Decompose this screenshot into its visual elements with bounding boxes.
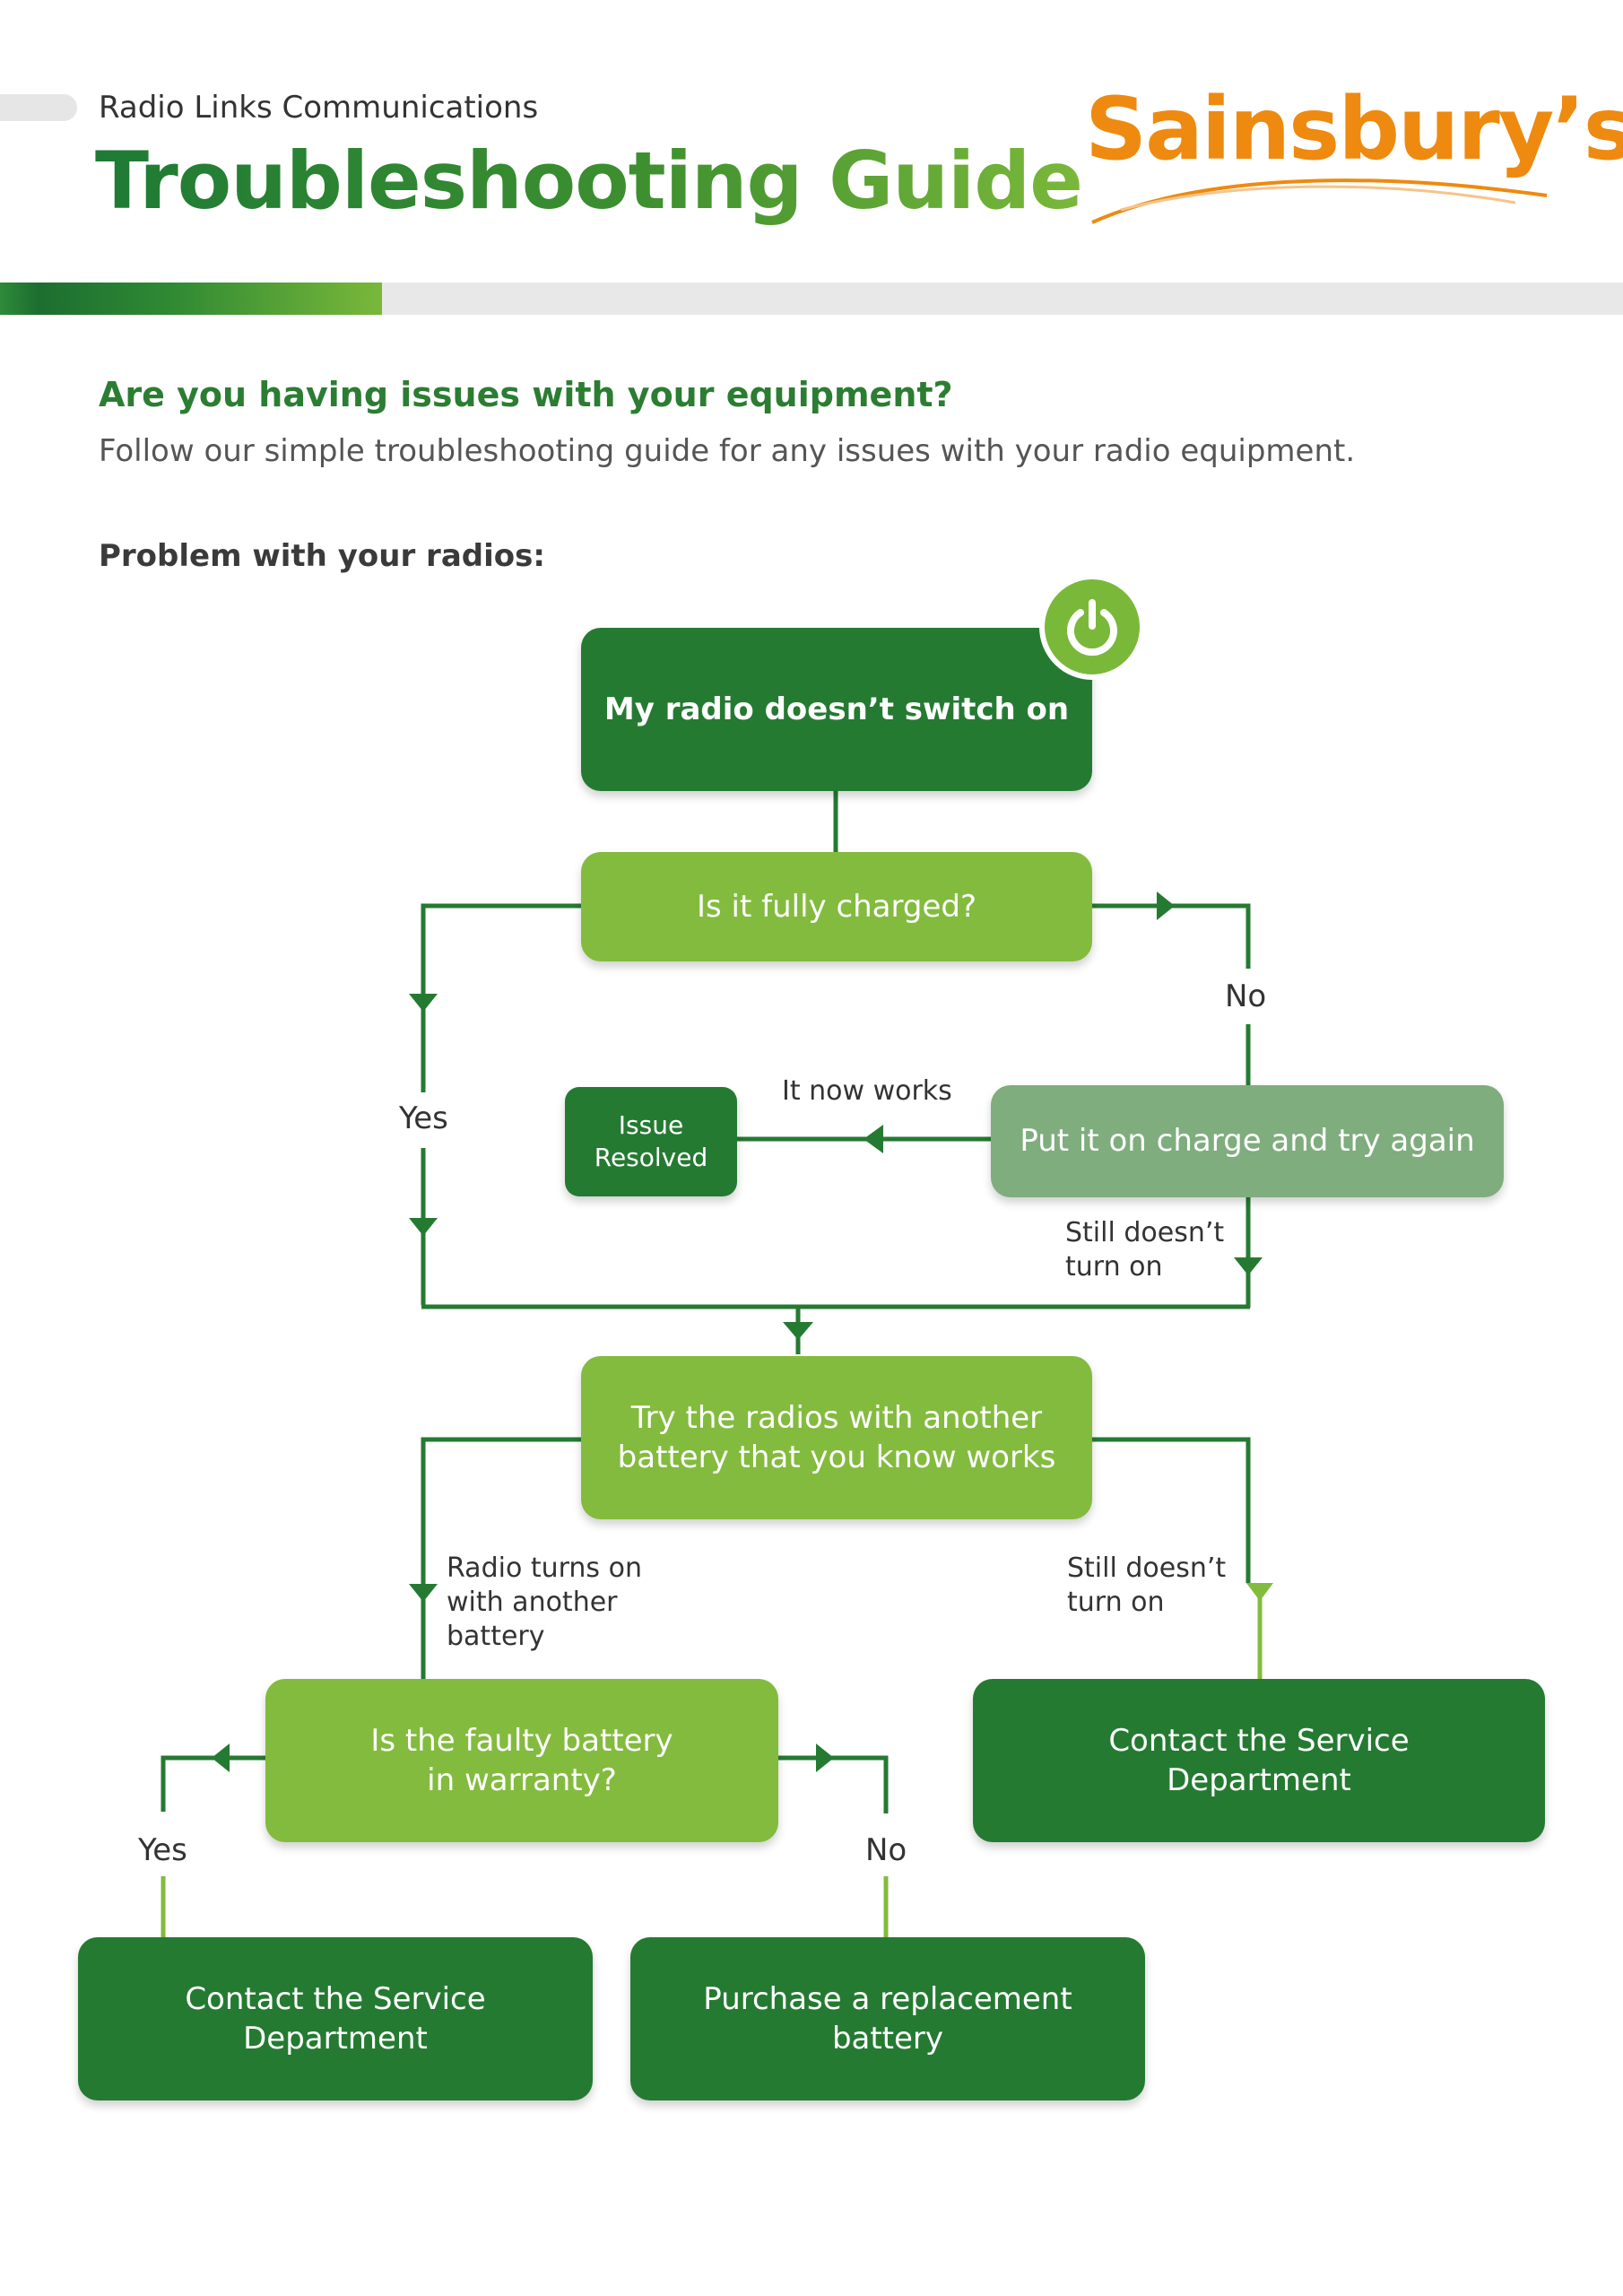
try-battery-box: Try the radios with another battery that…	[581, 1356, 1092, 1519]
company-name: Radio Links Communications	[99, 90, 539, 126]
sainsburys-logo: Sainsbury’s	[1085, 79, 1623, 231]
arrow-warranty-yes-left	[212, 1744, 230, 1772]
arrow-now-works-left	[864, 1125, 883, 1153]
logo-wordmark: Sainsbury’s	[1085, 79, 1623, 179]
arrow-still-off-down	[1234, 1257, 1263, 1275]
intro-question: Are you having issues with your equipmen…	[99, 375, 953, 414]
intro-text: Follow our simple troubleshooting guide …	[99, 433, 1356, 469]
label-warranty-no: No	[865, 1832, 907, 1868]
connector-charged-yes	[421, 903, 581, 1092]
problem-heading: Problem with your radios:	[99, 538, 545, 574]
contact-service-box-right: Contact the Service Department	[973, 1679, 1545, 1842]
charge-again-box: Put it on charge and try again	[991, 1085, 1504, 1197]
connector-warranty-yes	[161, 1755, 265, 1812]
label-warranty-yes: Yes	[138, 1832, 187, 1868]
arrow-battery-on-down	[409, 1584, 438, 1602]
arrow-yes-down-1	[409, 994, 438, 1012]
arrow-no-right	[1157, 891, 1175, 920]
header-divider-accent	[0, 283, 382, 315]
arrow-still-off-2-down	[1246, 1583, 1273, 1601]
warranty-question-box: Is the faulty battery in warranty?	[265, 1679, 778, 1842]
logo-swoosh-icon	[1091, 178, 1548, 224]
arrow-yes-down-2	[409, 1218, 438, 1236]
label-battery-on: Radio turns on with another battery	[447, 1552, 642, 1652]
label-charged-yes: Yes	[399, 1100, 448, 1136]
arrow-merge-down	[783, 1322, 813, 1340]
contact-service-box-left: Contact the Service Department	[78, 1937, 593, 2100]
issue-resolved-box: Issue Resolved	[565, 1087, 737, 1196]
header-tab-decoration	[0, 94, 77, 121]
start-box: My radio doesn’t switch on	[581, 628, 1092, 791]
label-still-off-2: Still doesn’t turn on	[1067, 1552, 1227, 1618]
connector-still-off-2	[1092, 1437, 1251, 1583]
arrow-warranty-no-right	[816, 1744, 834, 1772]
connector-warranty-no	[778, 1755, 889, 1813]
label-charged-no: No	[1225, 978, 1267, 1014]
label-still-off-1: Still doesn’t turn on	[1065, 1217, 1225, 1283]
purchase-battery-box: Purchase a replacement battery	[630, 1937, 1145, 2100]
page-title: Troubleshooting Guide	[95, 135, 1083, 227]
label-now-works: It now works	[782, 1075, 952, 1107]
power-icon	[1039, 574, 1145, 680]
charged-question-box: Is it fully charged?	[581, 852, 1092, 961]
connector-charged-no	[1092, 903, 1251, 969]
